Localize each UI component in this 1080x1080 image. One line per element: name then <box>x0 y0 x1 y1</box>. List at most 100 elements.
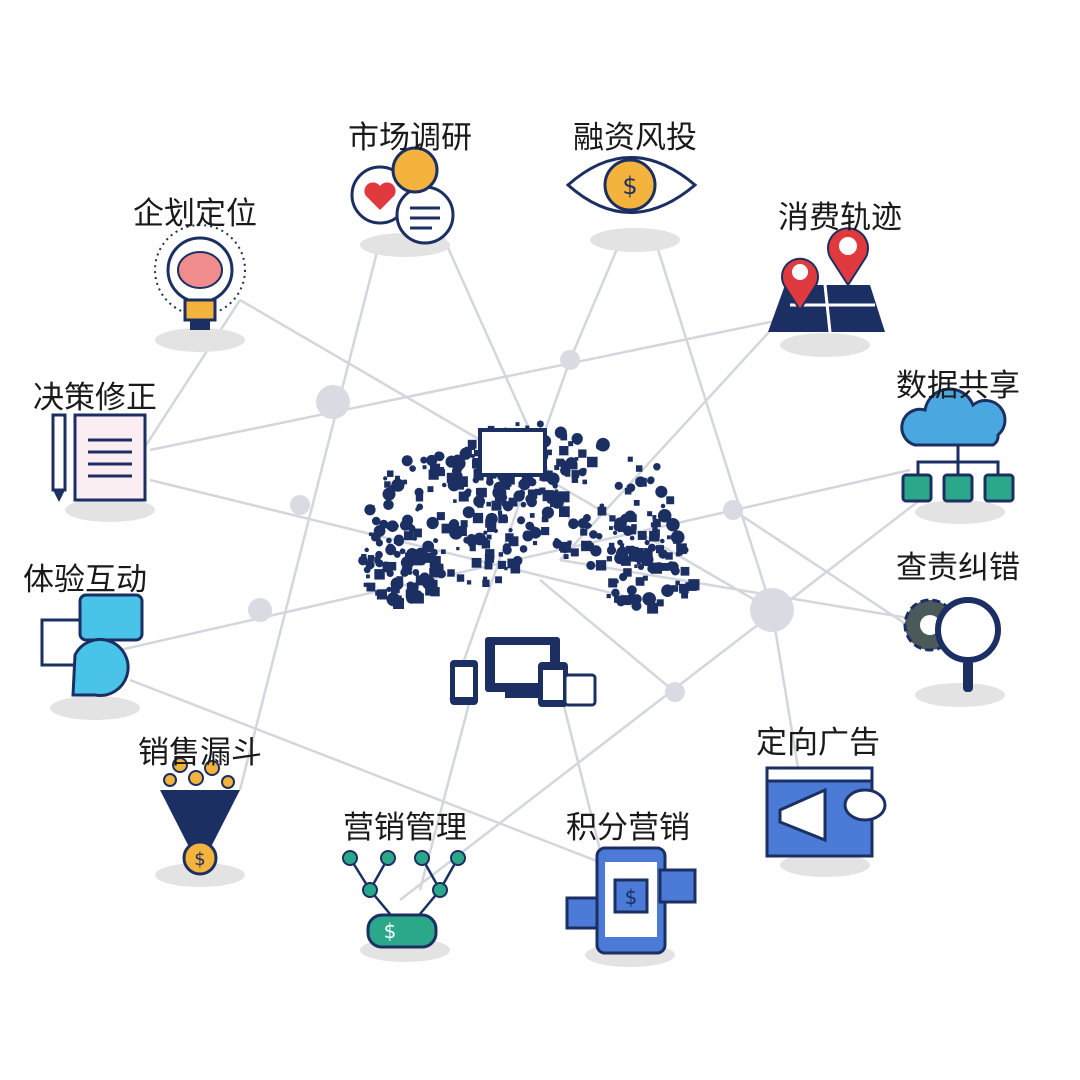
cloud-glyph <box>497 510 503 516</box>
cloud-glyph <box>374 556 381 563</box>
cloud-glyph <box>650 522 656 528</box>
cloud-glyph <box>502 543 511 552</box>
cloud-glyph <box>464 446 472 454</box>
cloud-glyph <box>420 456 428 464</box>
cloud-glyph <box>402 479 408 485</box>
label-planning-positioning: 企划定位 <box>133 196 257 232</box>
cloud-glyph <box>386 524 391 530</box>
cloud-glyph <box>447 478 461 492</box>
cloud-glyph <box>587 456 598 468</box>
cloud-glyph <box>425 586 434 596</box>
cloud-glyph <box>624 487 632 495</box>
cloud-glyph <box>363 582 368 587</box>
cloud-glyph <box>627 456 633 462</box>
svg-text:$: $ <box>194 849 205 870</box>
cloud-glyph <box>652 529 660 537</box>
cloud-glyph <box>657 508 672 523</box>
cloud-glyph <box>652 515 657 519</box>
cloud-glyph <box>517 516 526 525</box>
cloud-glyph <box>642 592 656 606</box>
cloud-glyph <box>681 546 689 554</box>
cloud-glyph <box>435 451 445 462</box>
cloud-glyph <box>501 500 509 508</box>
cloud-glyph <box>383 499 394 511</box>
cloud-glyph <box>631 594 642 605</box>
cloud-glyph <box>379 519 389 529</box>
cloud-glyph <box>634 564 638 568</box>
cloud-glyph <box>407 570 413 575</box>
cloud-glyph <box>554 489 559 494</box>
cloud-glyph <box>467 439 477 449</box>
cloud-glyph <box>554 465 560 471</box>
cloud-glyph <box>581 467 587 474</box>
cloud-glyph <box>436 512 445 521</box>
cloud-glyph <box>393 534 404 545</box>
cloud-glyph <box>571 433 583 445</box>
cloud-glyph <box>393 550 401 558</box>
like-heart-chat-icon <box>350 146 455 245</box>
cloud-glyph <box>477 501 484 508</box>
cloud-glyph <box>430 587 440 597</box>
cloud-glyph <box>520 501 527 508</box>
cloud-glyph <box>642 575 648 581</box>
cloud-glyph <box>671 585 679 592</box>
cloud-glyph <box>469 545 476 552</box>
cloud-glyph <box>546 449 552 456</box>
cloud-glyph <box>621 556 631 566</box>
cloud-glyph <box>507 558 518 569</box>
cloud-glyph <box>415 494 424 502</box>
cloud-glyph <box>619 572 628 582</box>
cloud-glyph <box>558 544 566 551</box>
cloud-glyph <box>385 544 397 556</box>
cloud-glyph <box>366 574 370 579</box>
cloud-glyph <box>390 584 400 594</box>
cloud-glyph <box>485 549 495 559</box>
svg-text:$: $ <box>625 885 638 909</box>
cloud-glyph <box>523 485 528 489</box>
cloud-glyph <box>483 537 489 543</box>
cloud-glyph <box>652 524 658 531</box>
cloud-glyph <box>460 520 468 528</box>
cloud-glyph <box>429 567 439 578</box>
cloud-glyph <box>428 469 439 480</box>
cloud-glyph <box>647 564 657 574</box>
svg-text:$: $ <box>622 172 637 200</box>
map-pin-icon <box>768 227 885 333</box>
cloud-glyph <box>542 515 549 523</box>
cloud-glyph <box>574 457 579 461</box>
cloud-glyph <box>628 551 640 562</box>
cloud-glyph <box>386 537 392 544</box>
cloud-glyph <box>453 471 463 481</box>
cloud-glyph <box>606 593 611 599</box>
cloud-glyph <box>445 455 458 468</box>
cloud-glyph <box>418 578 424 585</box>
cloud-glyph <box>368 532 373 537</box>
cloud-glyph <box>429 463 441 474</box>
cloud-glyph <box>471 557 482 568</box>
cloud-glyph <box>501 516 508 523</box>
cloud-glyph <box>666 496 675 505</box>
cloud-glyph <box>486 501 491 507</box>
cloud-glyph <box>631 524 637 530</box>
cloud-glyph <box>427 486 434 493</box>
cloud-glyph <box>676 543 687 555</box>
cloud-glyph <box>615 548 628 561</box>
cloud-glyph <box>630 528 637 535</box>
cloud-glyph <box>467 533 476 543</box>
cloud-glyph <box>678 536 684 542</box>
cloud-glyph <box>390 520 394 525</box>
label-points-marketing: 积分营销 <box>566 810 690 846</box>
cloud-glyph <box>541 506 554 519</box>
cloud-network-icon <box>900 387 1015 503</box>
cloud-glyph <box>568 441 574 447</box>
cloud-glyph <box>525 425 530 430</box>
cloud-glyph <box>466 580 472 585</box>
cloud-glyph <box>673 538 679 544</box>
cloud-glyph <box>620 528 624 532</box>
cloud-glyph <box>558 491 570 503</box>
cloud-glyph <box>615 520 625 530</box>
cloud-glyph <box>508 528 513 533</box>
cloud-glyph <box>637 477 647 487</box>
cloud-glyph <box>495 493 505 502</box>
cloud-glyph <box>636 560 641 565</box>
